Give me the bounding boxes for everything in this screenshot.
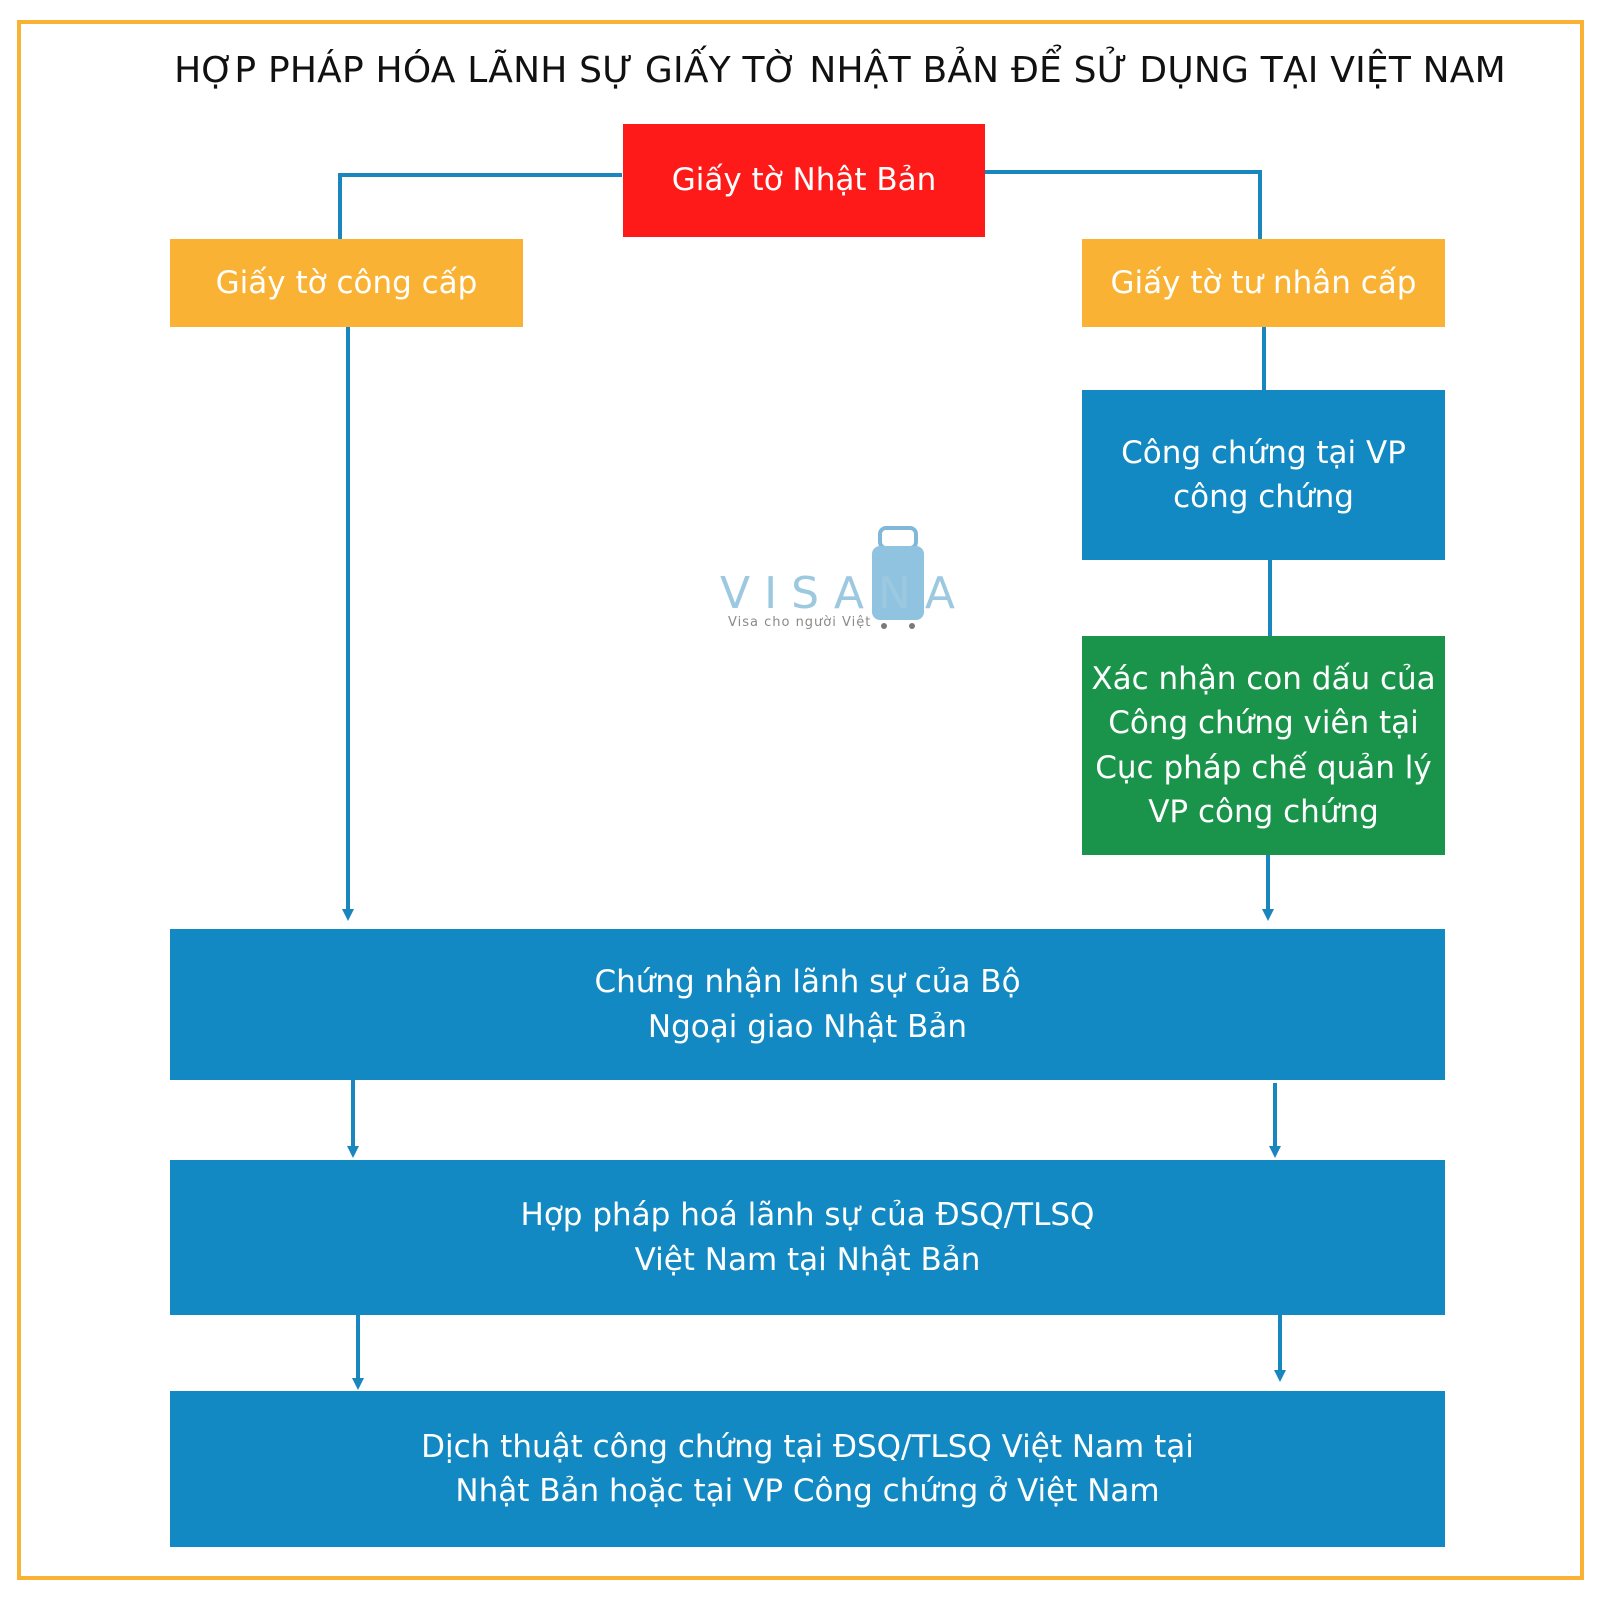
node-legalize-line-1: Hợp pháp hoá lãnh sự của ĐSQ/TLSQ (520, 1197, 1095, 1234)
node-private-doc: Giấy tờ tư nhân cấp (1082, 239, 1445, 327)
node-root: Giấy tờ Nhật Bản (623, 124, 985, 237)
node-notary-line-1: Công chứng tại VP (1121, 434, 1406, 471)
node-notary: Công chứng tại VP công chứng (1082, 390, 1445, 560)
node-notary-line-2: công chứng (1173, 479, 1354, 515)
visana-logo: VISANA Visa cho người Việt (720, 520, 960, 640)
node-legalization: Hợp pháp hoá lãnh sự của ĐSQ/TLSQ Việt N… (170, 1160, 1445, 1315)
node-public-doc-label: Giấy tờ công cấp (215, 264, 478, 301)
node-translate-line-2: Nhật Bản hoặc tại VP Công chứng ở Việt N… (455, 1473, 1160, 1509)
connector-root-left (338, 173, 622, 240)
suitcase-icon (872, 526, 924, 629)
node-public-doc: Giấy tờ công cấp (170, 239, 523, 327)
node-private-doc-label: Giấy tờ tư nhân cấp (1110, 264, 1417, 301)
node-root-label: Giấy tờ Nhật Bản (671, 162, 937, 199)
node-verify-line-1: Xác nhận con dấu của (1091, 661, 1436, 698)
page-title: HỢP PHÁP HÓA LÃNH SỰ GIẤY TỜ NHẬT BẢN ĐỂ… (174, 50, 1506, 91)
node-verify-seal: Xác nhận con dấu của Công chứng viên tại… (1082, 636, 1445, 855)
node-mofa-line-2: Ngoại giao Nhật Bản (647, 1008, 968, 1045)
node-translation: Dịch thuật công chứng tại ĐSQ/TLSQ Việt … (170, 1391, 1445, 1547)
logo-wordmark: VISANA (720, 568, 969, 619)
outer-frame (17, 20, 1584, 1580)
logo-tagline: Visa cho người Việt (728, 615, 872, 630)
node-translate-line-1: Dịch thuật công chứng tại ĐSQ/TLSQ Việt … (421, 1428, 1194, 1465)
node-verify-line-4: VP công chứng (1148, 793, 1379, 830)
connector-root-right (985, 170, 1262, 240)
node-mofa-line-1: Chứng nhận lãnh sự của Bộ (594, 964, 1021, 1001)
node-mofa-certification: Chứng nhận lãnh sự của Bộ Ngoại giao Nhậ… (170, 929, 1445, 1080)
node-verify-line-3: Cục pháp chế quản lý (1095, 749, 1432, 786)
node-legalize-line-2: Việt Nam tại Nhật Bản (634, 1241, 981, 1278)
node-verify-line-2: Công chứng viên tại (1108, 705, 1419, 742)
